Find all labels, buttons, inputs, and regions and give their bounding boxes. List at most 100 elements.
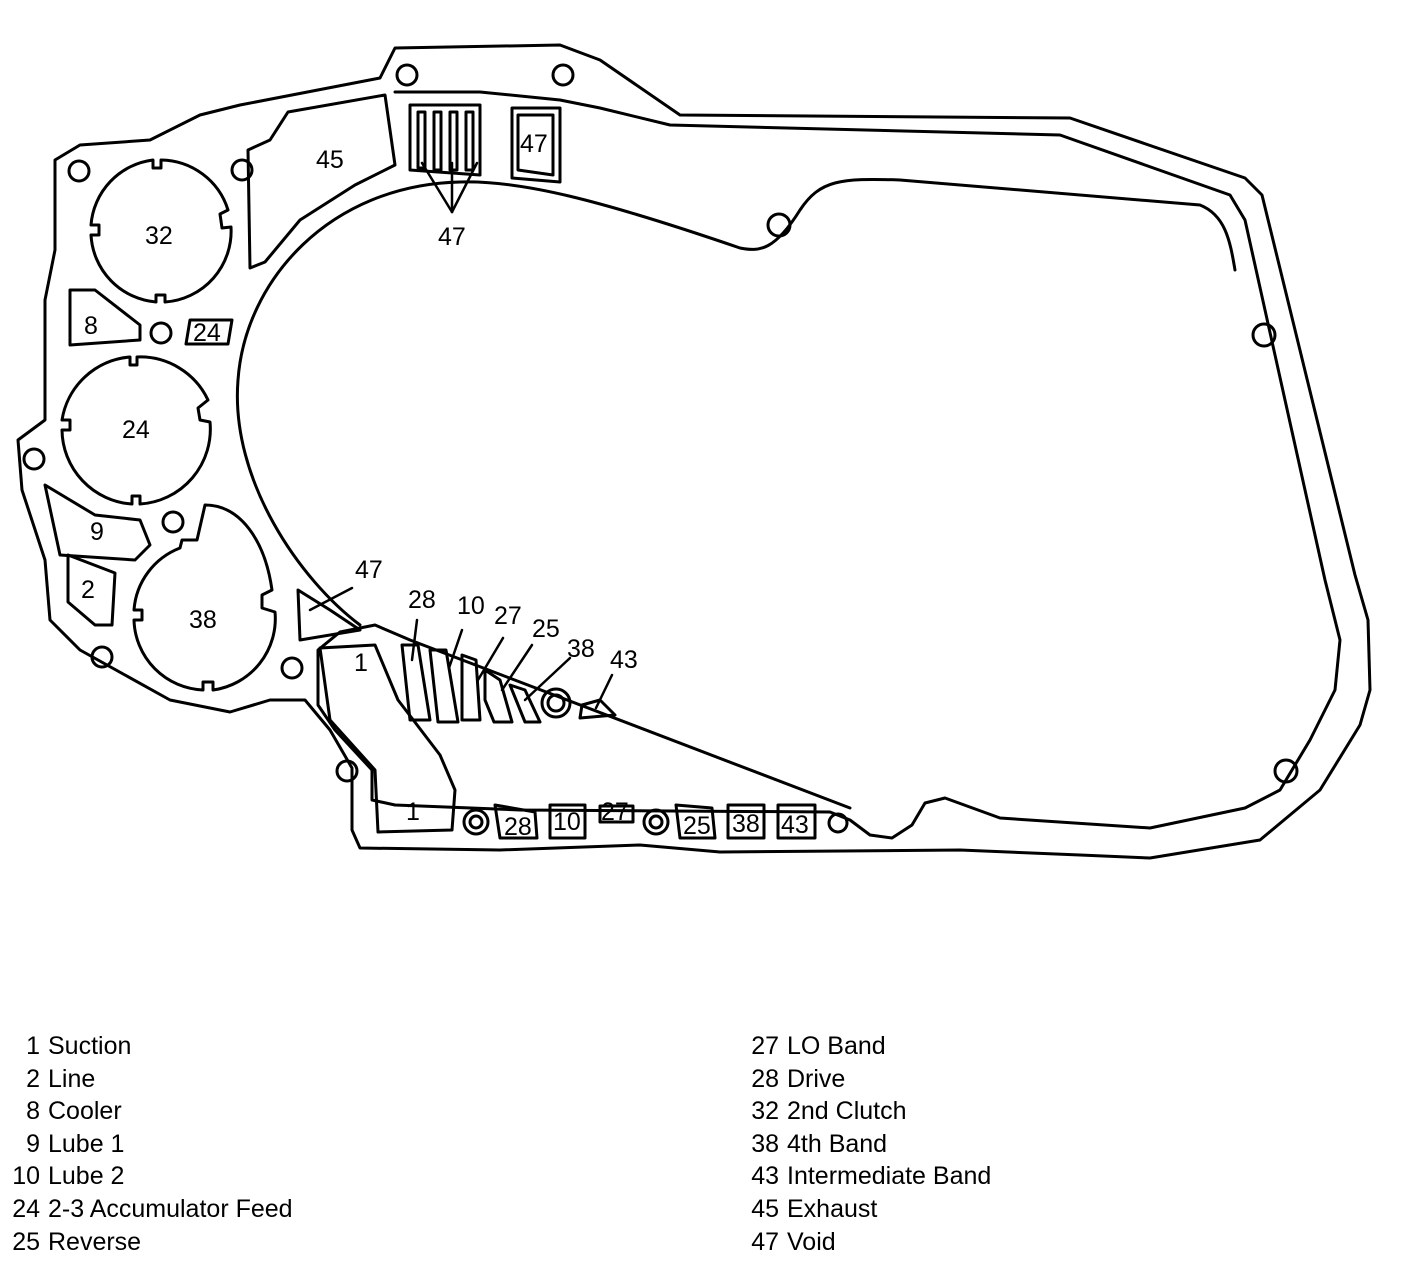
- legend-label: Void: [787, 1227, 836, 1256]
- bolt-hole: [230, 158, 254, 182]
- legend-label: Exhaust: [787, 1194, 878, 1223]
- callout-labels: 45 47 32 8 24 24 9 2 38 47 1 1 28 10 27 …: [81, 130, 809, 841]
- passage-45: [246, 93, 397, 270]
- port-10: [548, 803, 587, 840]
- passage-1-upper: [318, 643, 457, 834]
- leader-lines: [308, 161, 614, 710]
- callout-10-port: 10: [553, 808, 581, 836]
- bolt-hole: [462, 808, 490, 836]
- bolt-hole: [551, 63, 575, 87]
- callout-9: 9: [90, 518, 104, 546]
- bolt-hole: [1251, 322, 1277, 348]
- legend-label: 2-3 Accumulator Feed: [48, 1194, 293, 1223]
- callout-43: 43: [610, 646, 638, 674]
- passage-47-top-inner: [516, 113, 555, 177]
- legend-number: 43: [751, 1162, 779, 1191]
- legend-label: Suction: [48, 1032, 132, 1060]
- passage-9: [43, 483, 152, 562]
- legend-row: 28 Drive: [735, 1063, 991, 1096]
- callout-47-left: 47: [355, 556, 383, 584]
- callout-45: 45: [316, 146, 344, 174]
- bolt-hole: [161, 510, 185, 534]
- bolt-holes: [22, 63, 1299, 836]
- slot-10: [428, 648, 460, 724]
- passage-47-slots: [408, 103, 482, 177]
- accumulator-bores: [60, 158, 277, 692]
- callout-38-slot: 38: [567, 635, 595, 663]
- bolt-hole: [642, 808, 670, 836]
- bolt-hole: [1273, 758, 1299, 784]
- passage-2: [66, 553, 117, 627]
- legend-row: 43 Intermediate Band: [735, 1160, 991, 1193]
- gasket-outer-outline: [16, 43, 1372, 860]
- legend-label: Drive: [787, 1064, 846, 1093]
- bolt-hole: [67, 159, 91, 183]
- legend-number: 47: [751, 1227, 779, 1256]
- bore-38: [132, 503, 277, 692]
- slot-25: [483, 668, 514, 724]
- slot: [432, 110, 443, 172]
- leader-line: [447, 628, 464, 670]
- bolt-hole: [335, 759, 359, 783]
- callout-38-port: 38: [732, 810, 760, 838]
- bore-24: [60, 355, 212, 506]
- callout-10: 10: [457, 592, 485, 620]
- legend-row: 24 2-3 Accumulator Feed: [0, 1193, 293, 1226]
- gasket-diagram: 45 47 32 8 24 24 9 2 38 47 1 1 28 10 27 …: [16, 43, 1372, 860]
- callout-43-port: 43: [781, 811, 809, 839]
- legend-number: 38: [751, 1129, 779, 1158]
- bolt-hole: [827, 812, 849, 834]
- leader-line: [500, 643, 534, 692]
- bolt-hole: [90, 645, 114, 669]
- legend-number: 1: [26, 1032, 40, 1060]
- leader-line: [308, 586, 354, 612]
- passage-8: [68, 288, 142, 347]
- main-cavity: [235, 177, 1237, 627]
- legend-label: Intermediate Band: [787, 1162, 992, 1191]
- bolt-hole: [468, 814, 484, 830]
- passage-47-left: [296, 588, 362, 642]
- legend-number: 45: [751, 1194, 779, 1223]
- leader-line: [420, 161, 454, 214]
- legend-row: 38 4th Band: [735, 1128, 991, 1161]
- leader-line: [450, 161, 479, 214]
- callout-8: 8: [84, 312, 98, 340]
- slot-38: [508, 683, 542, 724]
- legend-label: Reverse: [48, 1227, 142, 1256]
- legend-label: 4th Band: [787, 1129, 888, 1158]
- bolt-hole: [280, 656, 304, 680]
- legend-number: 28: [751, 1064, 779, 1093]
- legend-label: Cooler: [48, 1097, 122, 1126]
- slot-43: [578, 698, 617, 720]
- legend-label: Lube 2: [48, 1162, 125, 1191]
- callout-1-upper: 1: [354, 649, 368, 677]
- callout-47-top-port: 47: [520, 130, 548, 158]
- bore-32: [89, 158, 233, 304]
- port-27: [598, 804, 635, 824]
- bolt-hole: [540, 687, 572, 719]
- legend-label: LO Band: [787, 1032, 886, 1060]
- bolt-hole: [546, 693, 566, 713]
- legend-number: 24: [12, 1194, 40, 1223]
- passages: [43, 93, 817, 840]
- callout-25: 25: [532, 615, 560, 643]
- callout-24: 24: [122, 416, 150, 444]
- legend-number: 10: [12, 1162, 40, 1191]
- callout-1-lower: 1: [406, 798, 420, 826]
- port-25: [674, 803, 717, 840]
- bolt-hole: [149, 321, 173, 345]
- legend-number: 9: [26, 1129, 40, 1158]
- callout-47-slots: 47: [438, 223, 466, 251]
- legend-row: 47 Void: [735, 1226, 991, 1259]
- leader-line: [594, 673, 614, 710]
- slot: [448, 110, 459, 172]
